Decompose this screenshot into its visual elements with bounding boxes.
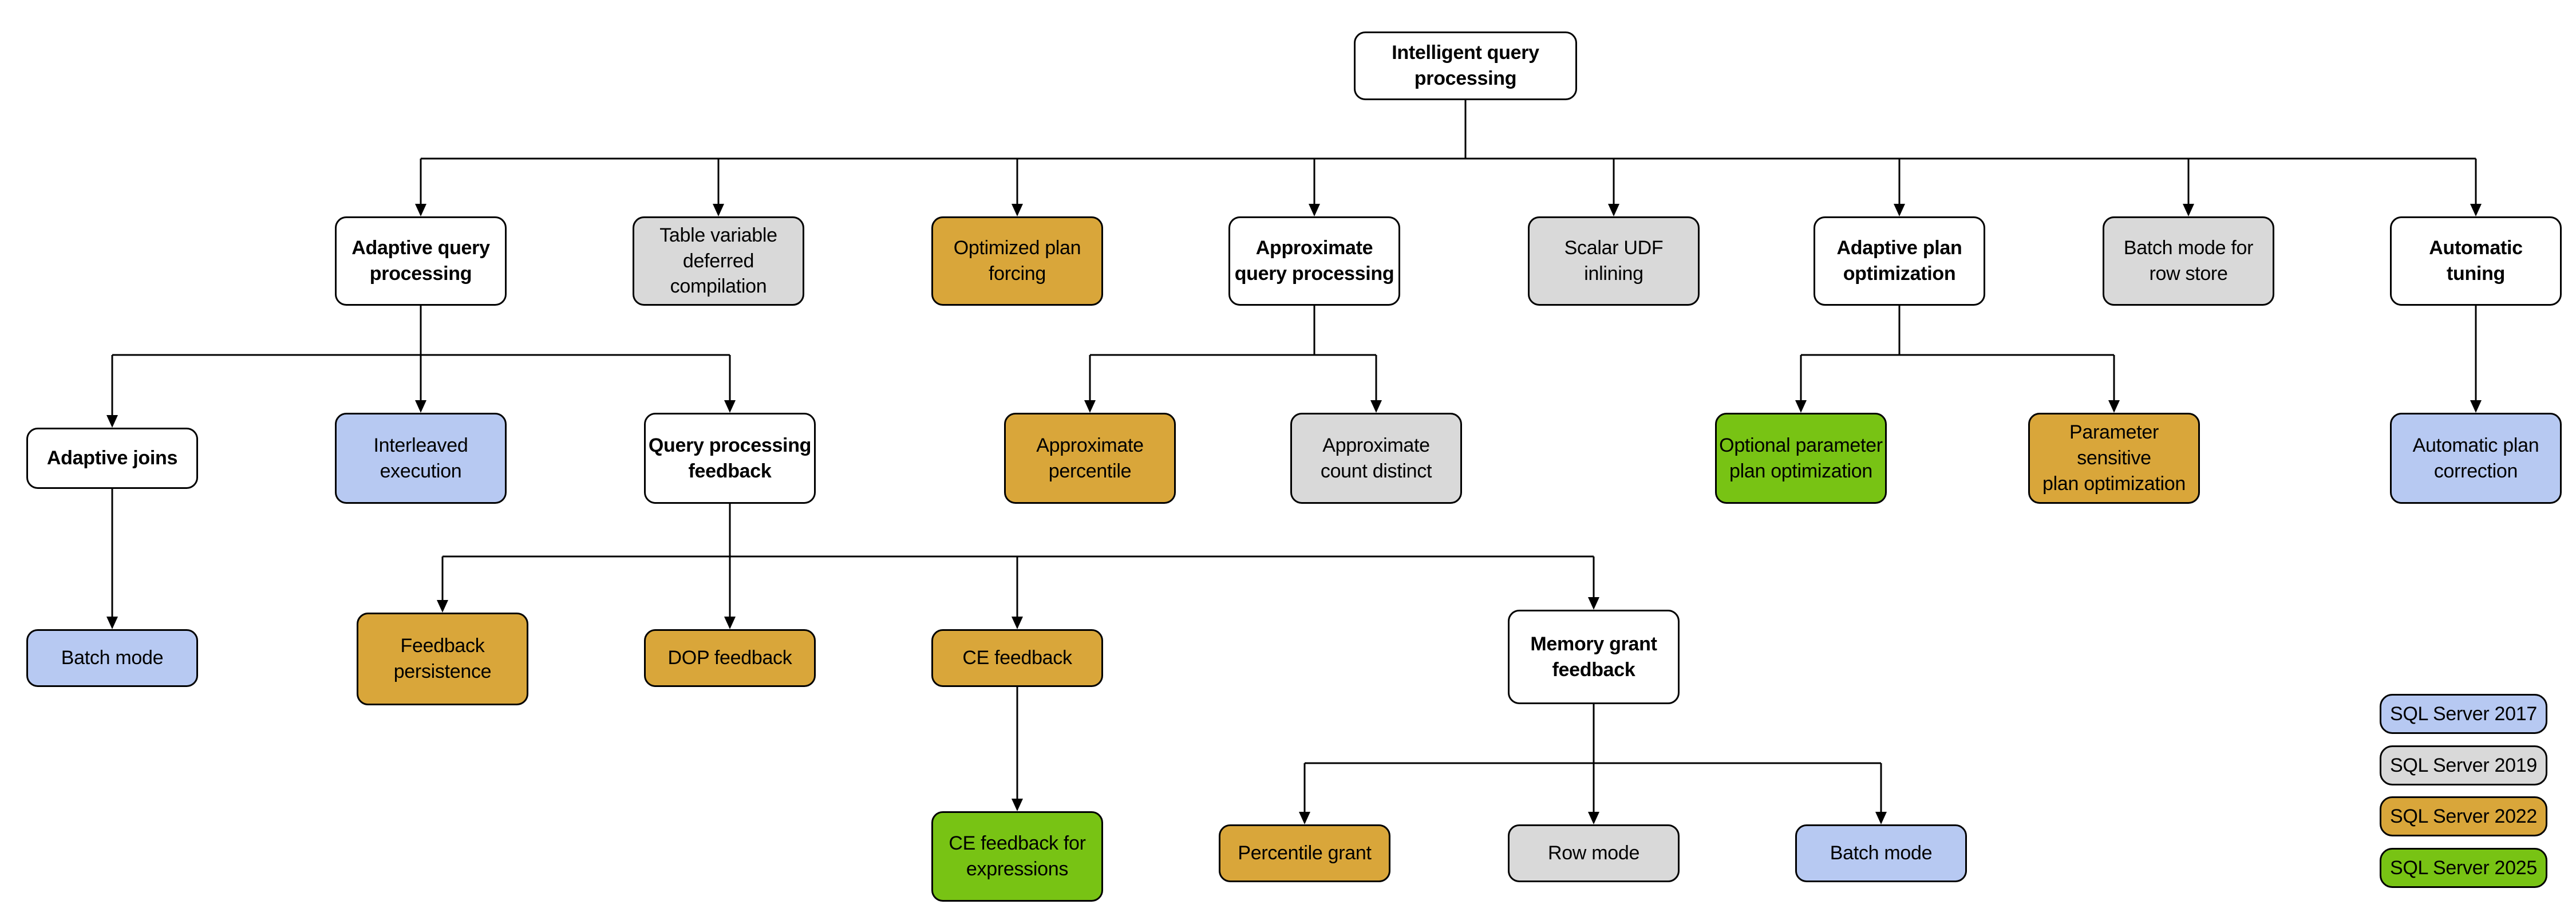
node-optional-parameter-plan-optimization: Optional parameter plan optimization [1715,413,1887,504]
node-intelligent-query-processing: Intelligent query processing [1354,31,1577,100]
node-automatic-tuning: Automatic tuning [2390,216,2562,306]
node-batch-mode-adaptive-joins: Batch mode [26,629,198,687]
node-percentile-grant: Percentile grant [1219,824,1390,882]
node-batch-mode-memory-grant: Batch mode [1795,824,1967,882]
node-ce-feedback: CE feedback [931,629,1103,687]
node-approximate-count-distinct: Approximate count distinct [1290,413,1462,504]
node-scalar-udf-inlining: Scalar UDF inlining [1528,216,1700,306]
legend-item-sql-server-2022: SQL Server 2022 [2380,796,2547,836]
node-optimized-plan-forcing: Optimized plan forcing [931,216,1103,306]
legend-item-sql-server-2017: SQL Server 2017 [2380,694,2547,734]
connector-lines [111,100,2477,815]
node-approximate-query-processing: Approximate query processing [1228,216,1400,306]
node-interleaved-execution: Interleaved execution [335,413,507,504]
legend-item-sql-server-2019: SQL Server 2019 [2380,745,2547,785]
node-feedback-persistence: Feedback persistence [357,613,528,705]
node-automatic-plan-correction: Automatic plan correction [2390,413,2562,504]
node-adaptive-query-processing: Adaptive query processing [335,216,507,306]
node-adaptive-joins: Adaptive joins [26,428,198,489]
node-row-mode: Row mode [1508,824,1680,882]
node-memory-grant-feedback: Memory grant feedback [1508,610,1680,704]
node-batch-mode-for-row-store: Batch mode for row store [2103,216,2274,306]
node-table-variable-deferred-compilation: Table variable deferred compilation [633,216,804,306]
legend-item-sql-server-2025: SQL Server 2025 [2380,848,2547,888]
node-query-processing-feedback: Query processing feedback [644,413,816,504]
node-parameter-sensitive-plan-optimization: Parameter sensitive plan optimization [2028,413,2200,504]
node-adaptive-plan-optimization: Adaptive plan optimization [1814,216,1985,306]
node-ce-feedback-for-expressions: CE feedback for expressions [931,811,1103,902]
node-approximate-percentile: Approximate percentile [1004,413,1176,504]
node-dop-feedback: DOP feedback [644,629,816,687]
arrowheads [106,204,2482,824]
